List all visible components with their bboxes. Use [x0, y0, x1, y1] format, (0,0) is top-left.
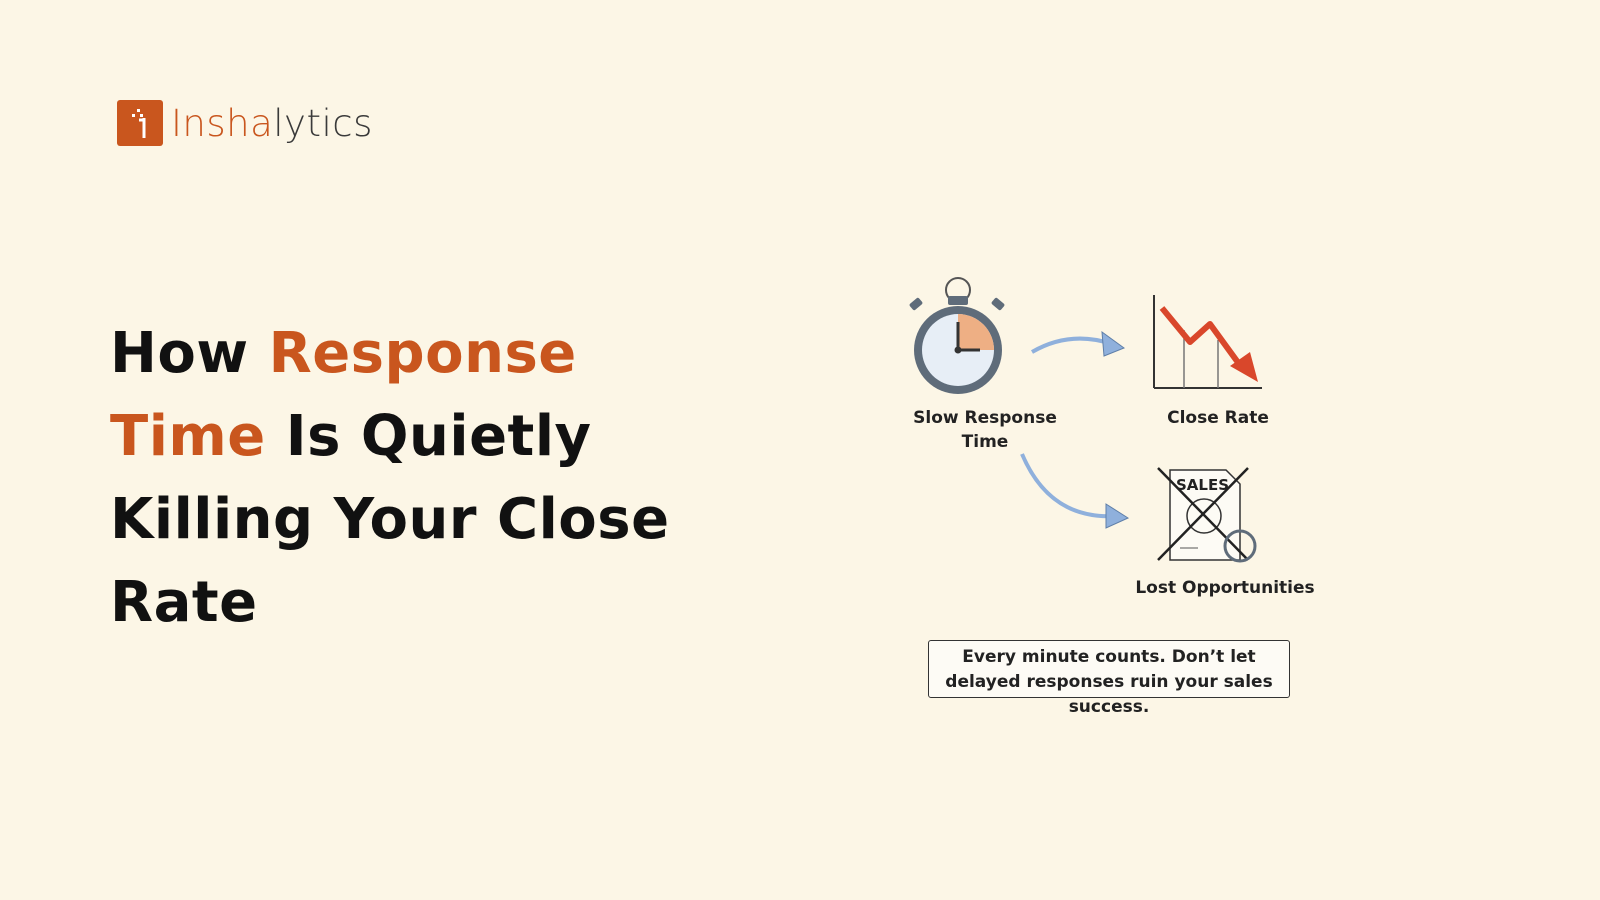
title-highlight: Time [110, 404, 266, 469]
declining-chart-icon [1153, 295, 1262, 389]
label-slow-response: Slow Response Time [913, 408, 1057, 452]
label-lost-opportunities: Lost Opportunities [1135, 578, 1315, 598]
stopwatch-icon [909, 277, 1005, 394]
illustration: SALES [909, 277, 1262, 563]
title-highlight: Response [268, 321, 577, 386]
logo-icon [117, 100, 163, 146]
label-close-rate: Close Rate [1167, 408, 1269, 428]
brand-name: Inshalytics [171, 101, 373, 145]
title-rest: Is Quietly Killing Your Close Rate [110, 404, 670, 635]
note-box: Every minute counts. Don’t let delayed r… [928, 640, 1290, 717]
sales-stamp-text: SALES [1176, 476, 1229, 494]
brand-logo: Inshalytics [117, 100, 373, 146]
lost-sales-icon [1157, 467, 1257, 563]
title-word: How [110, 321, 269, 386]
